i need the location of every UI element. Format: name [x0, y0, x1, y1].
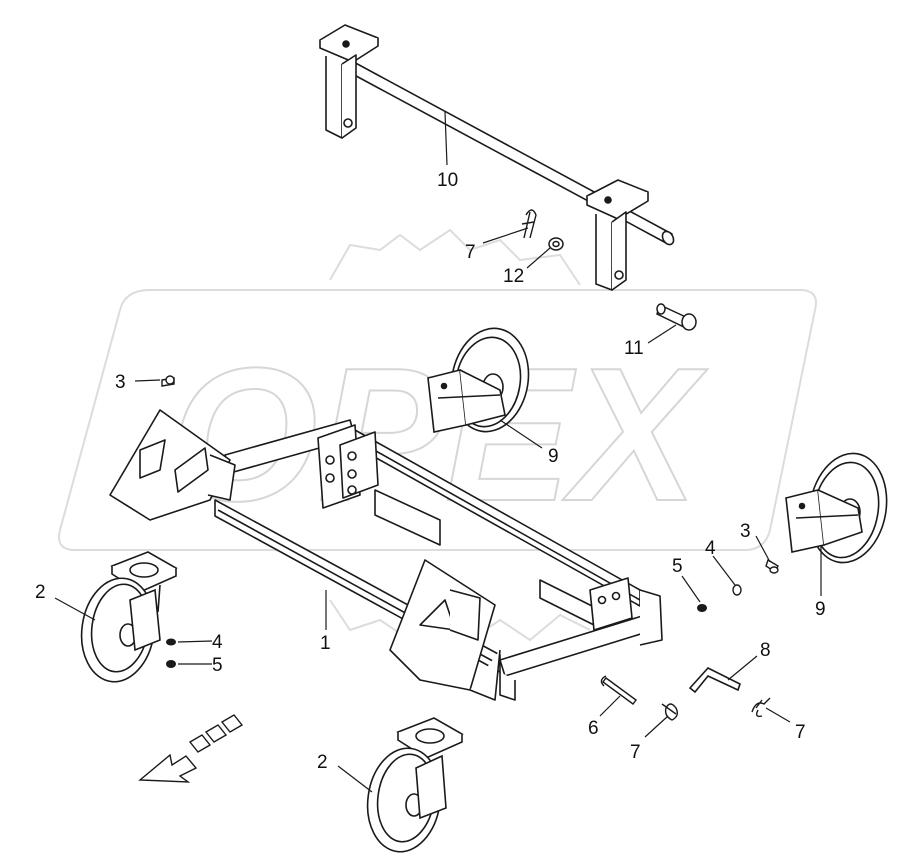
part-6-linch-pin — [600, 675, 637, 705]
callout-2-left: 2 — [35, 582, 46, 603]
part-9-wheel-bracket-right — [785, 452, 888, 564]
callout-labels: 10 7 12 11 3 9 3 4 5 9 2 4 5 1 8 6 7 7 2 — [35, 170, 826, 773]
callout-7-right: 7 — [795, 722, 806, 743]
leader-lines — [54, 111, 822, 793]
callout-4-left: 4 — [212, 632, 223, 653]
callout-6: 6 — [588, 718, 599, 739]
part-7-spring-clip-mid — [661, 703, 679, 721]
callout-1: 1 — [320, 633, 331, 654]
callout-7-mid: 7 — [630, 742, 641, 763]
callout-10: 10 — [437, 170, 458, 191]
part-12-washer — [548, 237, 564, 251]
part-7-spring-clip-top — [521, 209, 537, 239]
callout-9-right: 9 — [815, 599, 826, 620]
callout-9-top: 9 — [548, 446, 559, 467]
part-4-washer-right — [732, 584, 742, 596]
part-2-swivel-caster-bottom — [366, 717, 464, 853]
part-2-swivel-caster-left — [80, 551, 178, 683]
callout-3-left: 3 — [115, 372, 126, 393]
callout-7-top: 7 — [465, 242, 476, 263]
callout-2-bottom: 2 — [317, 752, 328, 773]
part-4-washer-left — [166, 638, 176, 646]
callout-11: 11 — [624, 338, 644, 359]
part-3-bolt-left — [161, 375, 175, 387]
callout-5-right: 5 — [672, 556, 683, 577]
watermark-text: OPEX — [170, 329, 708, 541]
part-7-spring-clip-right — [751, 697, 771, 718]
direction-arrow-icon — [138, 714, 244, 783]
callout-8: 8 — [760, 640, 771, 661]
part-5-nut-right — [697, 604, 707, 612]
callout-3-right: 3 — [740, 521, 751, 542]
callout-12: 12 — [503, 266, 524, 287]
part-8-handle-pin — [688, 667, 741, 694]
part-11-pin — [656, 303, 697, 331]
part-1-main-frame — [109, 409, 663, 701]
part-10-crossbar — [319, 24, 675, 291]
part-3-bolt-right — [765, 558, 779, 574]
part-5-nut-left — [166, 660, 176, 668]
callout-5-left: 5 — [212, 655, 223, 676]
callout-4-right: 4 — [705, 538, 716, 559]
part-9-wheel-bracket-top — [427, 327, 530, 433]
